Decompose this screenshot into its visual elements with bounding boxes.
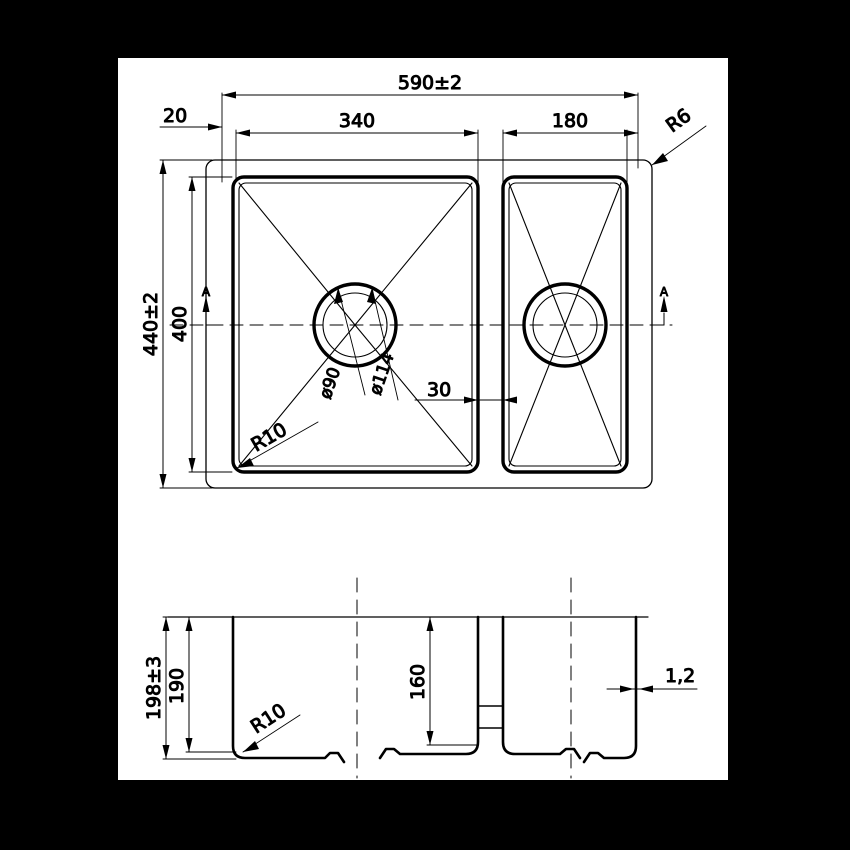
elevation-divider-right	[501, 615, 582, 760]
section-mark-right: A	[651, 285, 669, 326]
section-mark-right-label: A	[660, 285, 669, 299]
dim-material-thickness-label: 1,2	[665, 665, 695, 687]
dim-bowl-depth: 400	[169, 176, 196, 473]
plan-left-extension-lines	[159, 159, 233, 489]
elevation-view: 198±3 190 160 1,2 R10	[143, 577, 698, 779]
elevation-divider-left	[378, 615, 480, 760]
dim-right-bowl-width: 180	[502, 110, 639, 137]
elevation-extension-lines	[162, 616, 479, 760]
right-bowl-slope-lines	[508, 182, 622, 467]
dim-elevation-right-height: 160	[407, 616, 434, 746]
dim-bowl-depth-label: 400	[169, 306, 191, 342]
dim-bowl-gap: 30	[414, 379, 517, 404]
right-drain-outer-circle	[522, 282, 608, 368]
dim-elevation-left-height: 190	[166, 616, 193, 753]
dim-left-bowl-width-label: 340	[339, 110, 375, 132]
dim-overall-width-label: 590±2	[398, 72, 462, 94]
elevation-left-wall	[231, 615, 346, 764]
dim-elevation-overall-height-label: 198±3	[143, 656, 165, 720]
section-mark-left: A	[201, 285, 219, 326]
dim-overall-depth-label: 440±2	[140, 292, 162, 356]
dim-right-bowl-width-label: 180	[552, 110, 588, 132]
section-mark-left-label: A	[202, 285, 211, 299]
dim-left-offset-label: 20	[163, 105, 187, 127]
dim-elevation-left-height-label: 190	[166, 668, 188, 704]
dim-overall-width: 590±2	[221, 72, 639, 99]
dim-bowl-gap-label: 30	[427, 379, 451, 401]
dim-material-thickness: 1,2	[606, 665, 698, 693]
dim-left-bowl-width: 340	[235, 110, 479, 137]
dim-left-offset: 20	[163, 105, 222, 131]
dim-elevation-right-height-label: 160	[407, 664, 429, 700]
elevation-right-wall	[582, 615, 638, 764]
dim-overall-depth: 440±2	[140, 159, 167, 489]
dim-elevation-overall-height: 198±3	[143, 616, 170, 760]
